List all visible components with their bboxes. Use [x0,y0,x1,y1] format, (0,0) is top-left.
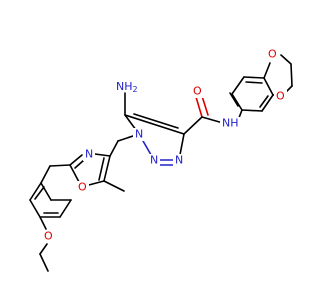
triazole-n1-label: N [135,128,143,141]
ethoxy-oxygen-label: O [44,230,53,243]
bond-ox-phenyl [49,164,71,167]
bond-ar-4 [263,77,274,96]
amide-nh-label: NH [222,117,239,130]
bond-ar-1-double [229,92,239,107]
triazole-n2-label: N [150,154,158,167]
bond-carbonyl-nh [201,116,224,124]
bond-ar-3-double [245,81,263,84]
bond-ch2-ch2 [290,63,293,87]
bond-ar-5-double [259,95,269,108]
bond-ox-methyl [103,180,125,192]
bond-ph-double-a [34,186,45,200]
bond-ox-c2-n-double [74,159,85,169]
bond-o-ch2 [39,243,48,255]
amino-label: NH2 [116,80,138,94]
bond-ph-o [39,216,47,230]
bond-otop-ch2 [280,54,292,65]
bond-ch2-ch3 [39,253,49,272]
atom-labels: NH2 N N N O NH O O N O O [42,48,287,243]
bond-ar-otop [263,62,271,79]
bond-ar-6 [241,109,263,112]
oxazole-nitrogen-label: N [85,148,93,161]
bond-ph-1 [40,165,51,184]
amide-oxygen-label: O [193,85,202,98]
bond-ph-6 [29,199,41,218]
bond-lines [29,54,293,272]
bond-ch2-oxazole [109,140,119,157]
bond-ar-2 [231,76,245,95]
bond-ph-2 [40,182,52,201]
bond-ar-5 [261,94,274,112]
bond-carbonyl-o [195,96,203,118]
oxazole-oxygen-label: O [78,181,87,194]
bond-ar-3 [243,76,265,79]
bond-c4-c5-double [133,113,179,129]
bond-ar-1 [231,93,243,111]
bond-carbonyl-o-double [201,95,209,116]
bond-ox-o-c2 [69,164,80,183]
bond-ox-c2-n [69,154,83,166]
bond-ox-c4-c5-double [98,157,105,181]
bond-c4-c5 [124,114,185,135]
bond-ox-n-c4 [94,153,111,157]
bond-c4-carbonyl [183,116,203,135]
dioxane-top-oxygen-label: O [268,48,277,61]
triazole-n3-label: N [175,154,183,167]
dioxane-bottom-oxygen-label: O [276,90,285,103]
molecule-structure-diagram: NH2 N N N O NH O O N O O [29,48,293,272]
bond-ph-ring-close [29,182,42,201]
bond-ph-4 [59,199,72,218]
bond-ox-c4-c5 [103,155,111,182]
